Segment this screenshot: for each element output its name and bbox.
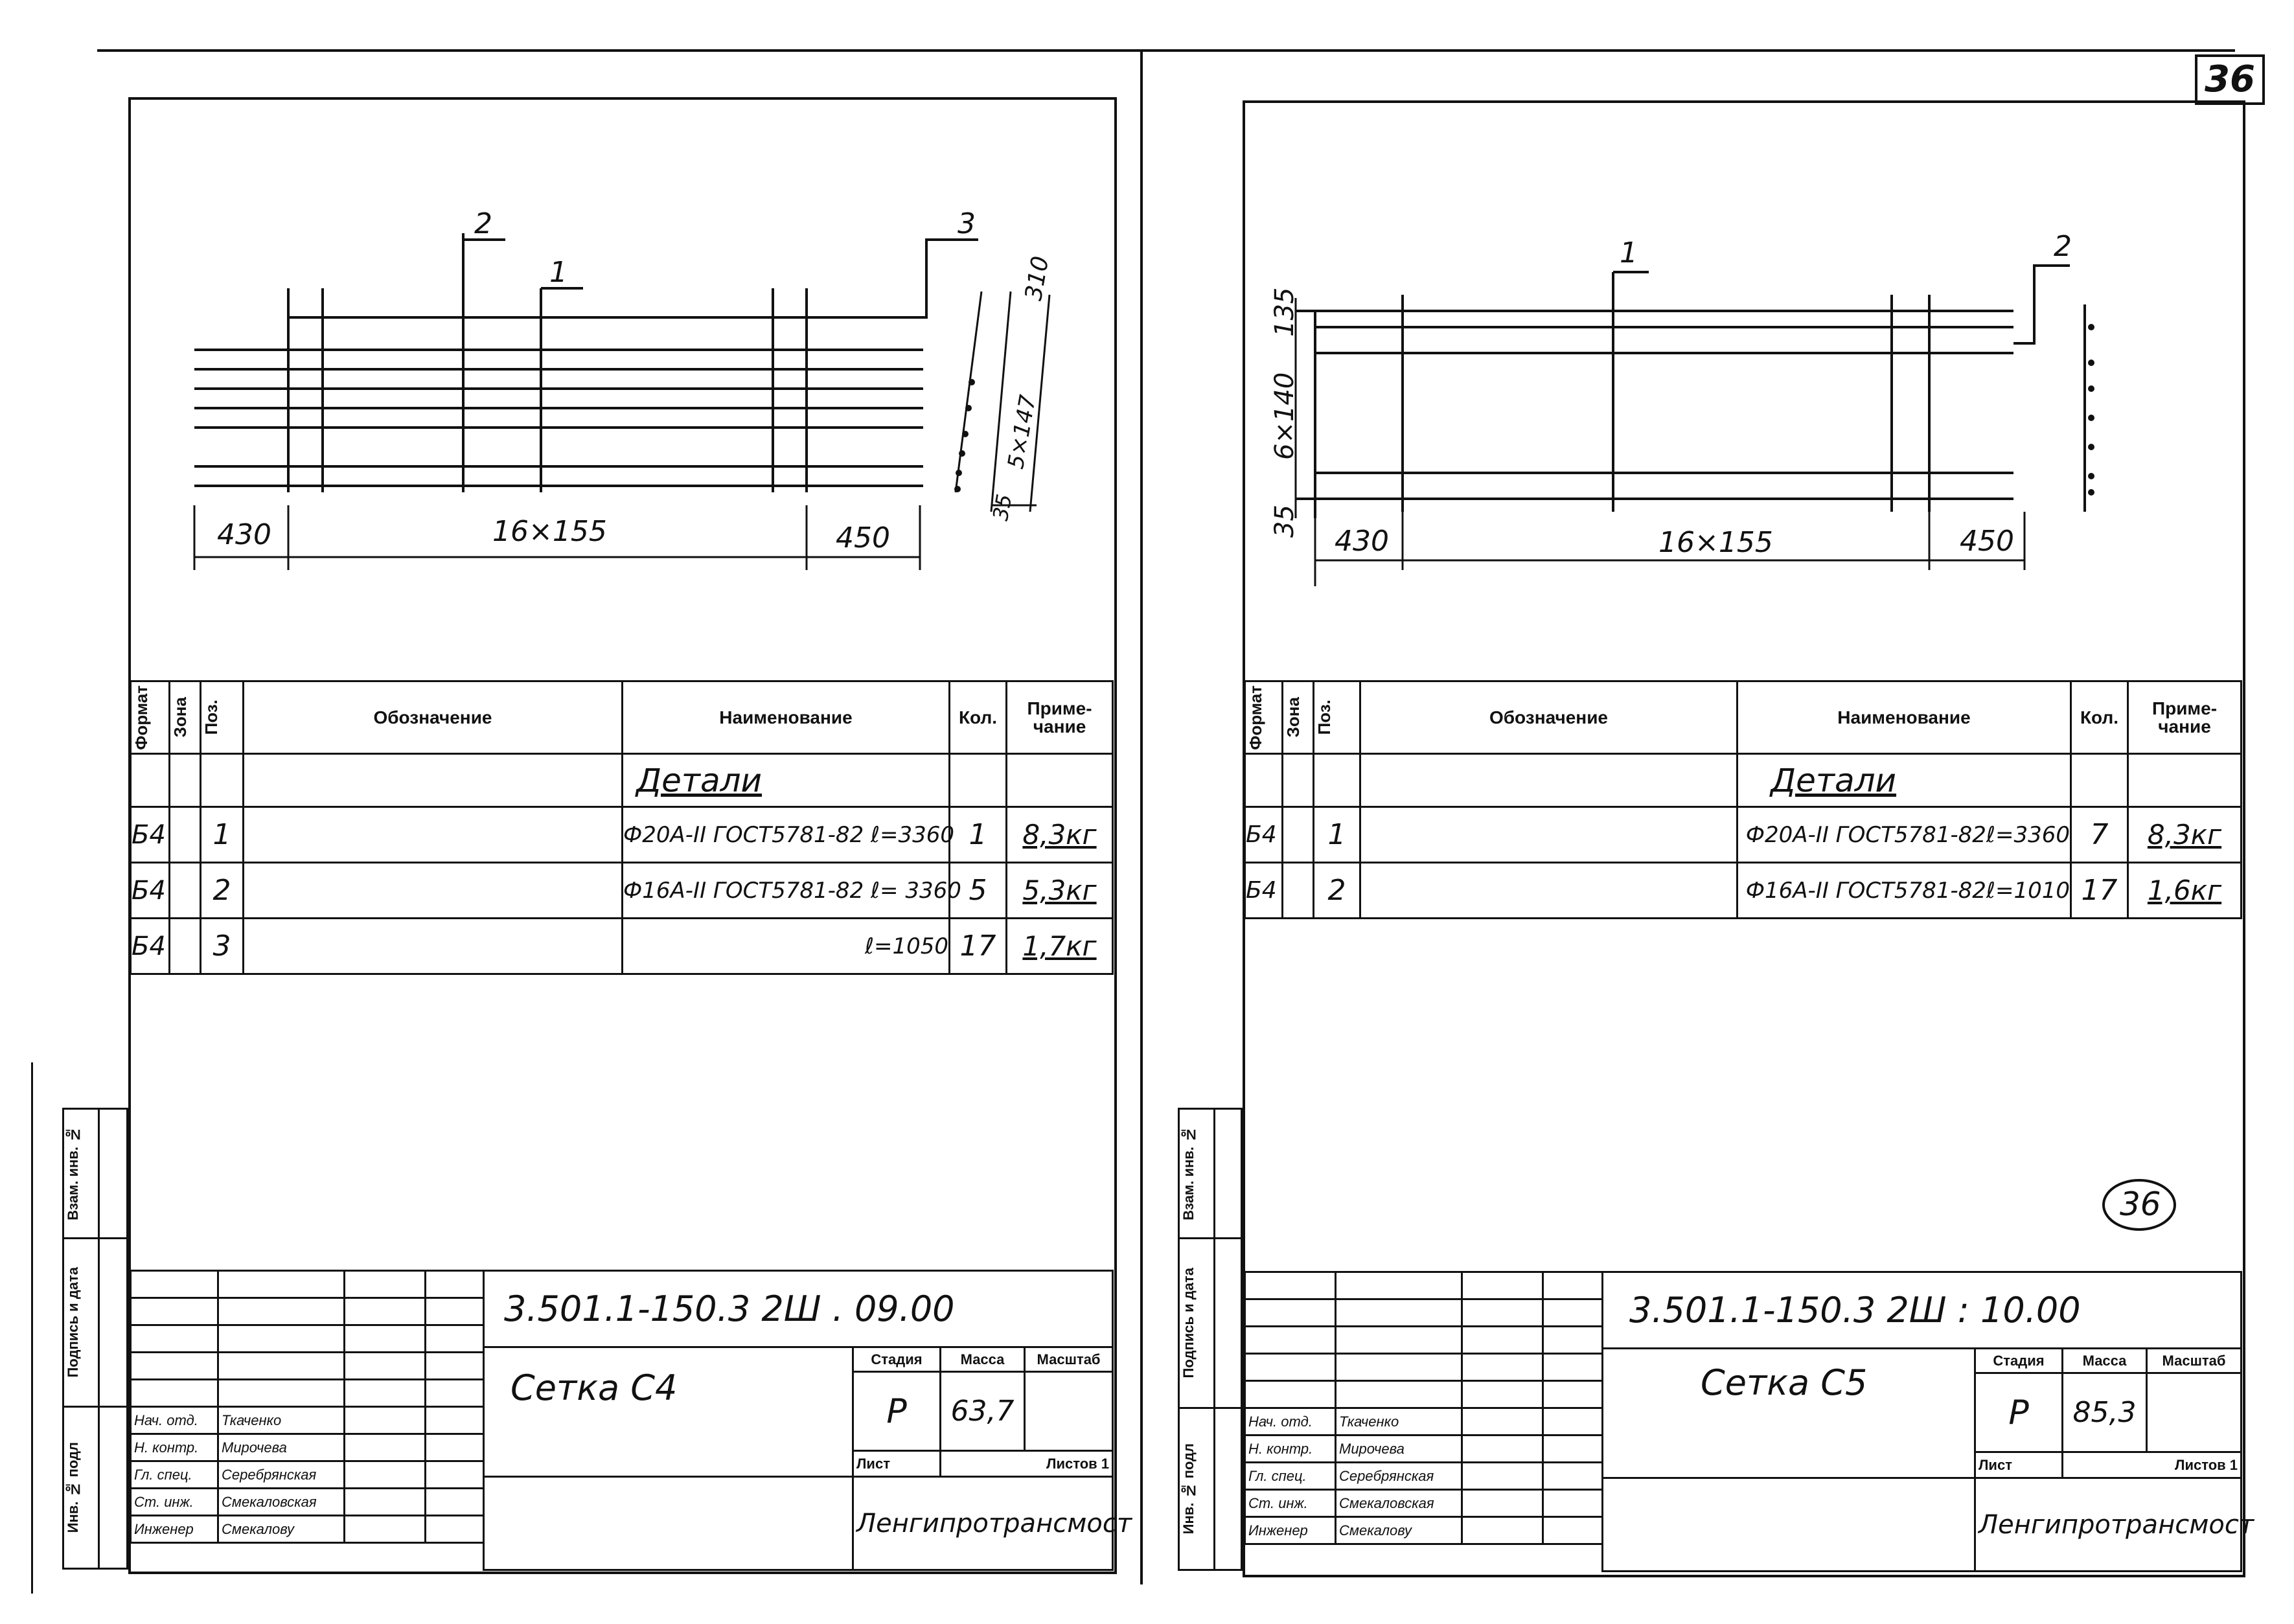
center-divider <box>1140 49 1143 1584</box>
title-block-c4: Нач. отд.Ткаченко Н. контр.Мирочева Гл. … <box>130 1270 1132 1571</box>
side-strip-c4: Взам. инв. № Подпись и дата Инв. № подл <box>62 1108 128 1570</box>
leader-label-2: 2 <box>2054 230 2072 263</box>
signature-row: Нач. отд.Ткаченко <box>130 1406 485 1435</box>
signature-row: Н. контр.Мирочева <box>1244 1434 1603 1463</box>
leader-label-1: 1 <box>1620 236 1638 269</box>
signature-row: Н. контр.Мирочева <box>130 1433 485 1462</box>
dim-right: 450 <box>836 521 890 555</box>
signature-grid: Нач. отд.Ткаченко Н. контр.Мирочева Гл. … <box>130 1270 485 1544</box>
col-designation: Обозначение <box>1359 680 1738 755</box>
signature-row: Нач. отд.Ткаченко <box>1244 1407 1603 1436</box>
leader-label-3: 3 <box>958 207 976 240</box>
stamp-oval <box>2102 1179 2176 1231</box>
table-row: Б4 3 ℓ=1050 17 1,7кг <box>130 917 1114 975</box>
document-code: 3.501.1-150.3 2Ш : 10.00 <box>1601 1271 2243 1349</box>
organization: Ленгипротрансмост <box>851 1476 1132 1571</box>
title-main: 3.501.1-150.3 2Ш : 10.00 Сетка С5 Стадия… <box>1601 1271 2254 1572</box>
document-title: Сетка С4 <box>483 1346 854 1478</box>
stage-value: Р <box>852 1371 941 1452</box>
signature-row: Ст. инж.Смекаловская <box>1244 1489 1603 1518</box>
dim-middle: 16×155 <box>492 515 607 548</box>
document-code: 3.501.1-150.3 2Ш . 09.00 <box>482 1270 1114 1348</box>
col-name: Наименование <box>621 680 950 755</box>
table-row: Б4 1 Ф20А-II ГОСТ5781-82 ℓ=3360 1 8,3кг <box>130 806 1114 863</box>
dim-left: 430 <box>217 518 271 551</box>
left-margin-line <box>31 1062 33 1594</box>
section-title: Детали <box>621 753 950 808</box>
leader-label-1: 1 <box>549 256 568 289</box>
col-name: Наименование <box>1736 680 2072 755</box>
leader-label-2: 2 <box>474 207 492 240</box>
sheet-frame <box>1243 100 2245 1577</box>
sheet-frame <box>128 97 1117 1574</box>
stamp-number: 36 <box>2120 1185 2161 1223</box>
col-note: Приме- чание <box>1005 680 1114 755</box>
spec-table-c5: Формат Зона Поз. Обозначение Наименовани… <box>1244 680 2242 919</box>
inv-podl-label: Инв. № подл <box>1180 1443 1197 1535</box>
top-rule <box>97 49 2235 52</box>
col-qty: Кол. <box>2070 680 2129 755</box>
spec-table-c4: Формат Зона Поз. Обозначение Наименовани… <box>130 680 1114 975</box>
col-format: Формат <box>130 680 170 755</box>
podpis-label: Подпись и дата <box>1180 1268 1197 1378</box>
side-strip-c5: Взам. инв. № Подпись и дата Инв. № подл <box>1178 1108 1243 1571</box>
title-main: 3.501.1-150.3 2Ш . 09.00 Сетка С4 Стадия… <box>482 1270 1132 1571</box>
dim-side-bottom: 35 <box>1270 505 1300 538</box>
mass-value: 63,7 <box>939 1371 1026 1452</box>
dim-left: 430 <box>1335 525 1389 558</box>
table-row: Б4 2 Ф16А-II ГОСТ5781-82 ℓ= 3360 5 5,3кг <box>130 862 1114 919</box>
col-designation: Обозначение <box>242 680 623 755</box>
col-qty: Кол. <box>948 680 1007 755</box>
col-zone: Зона <box>168 680 201 755</box>
signature-grid: Нач. отд.Ткаченко Н. контр.Мирочева Гл. … <box>1244 1271 1603 1545</box>
signature-row: Ст. инж.Смекаловская <box>130 1487 485 1516</box>
col-format: Формат <box>1244 680 1283 755</box>
stage-value: Р <box>1974 1372 2063 1453</box>
signature-row: Гл. спец.Серебрянская <box>1244 1461 1603 1491</box>
col-zone: Зона <box>1281 680 1314 755</box>
vzam-inv-label: Взам. инв. № <box>1180 1127 1197 1220</box>
section-title: Детали <box>1736 753 2072 808</box>
table-row: Б4 2 Ф16А-II ГОСТ5781-82ℓ=1010 17 1,6кг <box>1244 862 2242 919</box>
col-note: Приме- чание <box>2127 680 2242 755</box>
page-number: 36 <box>2195 54 2265 105</box>
signature-row: Гл. спец.Серебрянская <box>130 1460 485 1489</box>
title-block-c5: Нач. отд.Ткаченко Н. контр.Мирочева Гл. … <box>1244 1271 2254 1572</box>
document-title: Сетка С5 <box>1601 1347 1976 1479</box>
dim-side-top: 135 <box>1270 287 1300 337</box>
dim-side-mid: 6×140 <box>1270 372 1300 460</box>
dim-right: 450 <box>1960 525 2014 558</box>
organization: Ленгипротрансмост <box>1973 1477 2254 1572</box>
dim-middle: 16×155 <box>1658 526 1773 559</box>
table-row: Б4 1 Ф20А-II ГОСТ5781-82ℓ=3360 7 8,3кг <box>1244 806 2242 863</box>
col-pos: Поз. <box>1313 680 1361 755</box>
col-pos: Поз. <box>200 680 244 755</box>
mass-value: 85,3 <box>2061 1372 2148 1453</box>
